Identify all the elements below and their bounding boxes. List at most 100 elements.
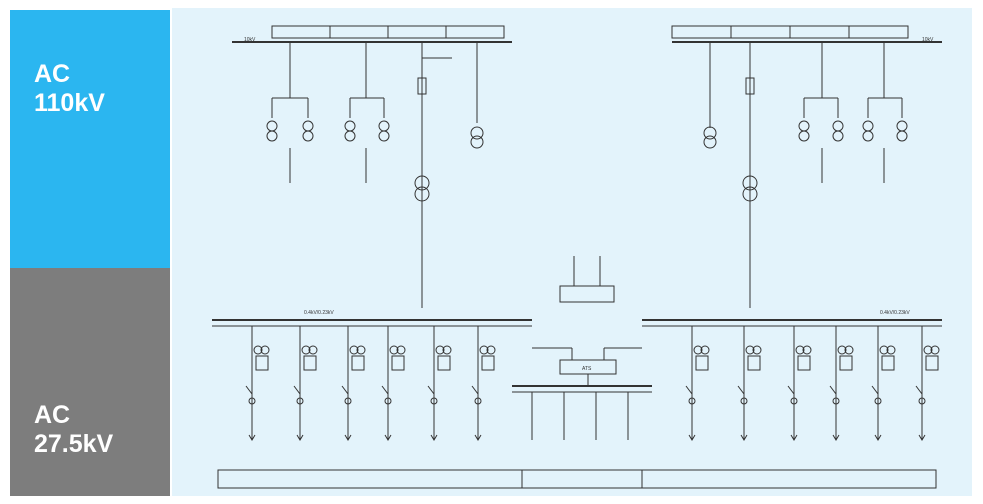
- right-arrow-1: [688, 434, 696, 441]
- ac-27-5kv-label-line2: 27.5kV: [34, 430, 114, 458]
- tl3-load-b: [344, 130, 356, 142]
- right-ct-5-a: [879, 345, 889, 355]
- left-ct-2-b: [308, 345, 318, 355]
- tl3-load-a: [344, 120, 356, 132]
- right-mid-bus-label: 0.4kV/0.23kV: [880, 310, 910, 316]
- right-ct-4-b: [844, 345, 854, 355]
- tr2-load-b: [832, 130, 844, 142]
- left-meter-3: [351, 355, 365, 371]
- right-switch-4: [829, 385, 837, 395]
- ats-label: ATS: [582, 366, 592, 372]
- ac-110kv-label-line1: AC: [34, 60, 71, 88]
- left-switch-4: [381, 385, 389, 395]
- left-arrow-4: [384, 434, 392, 441]
- left-arrow-2: [296, 434, 304, 441]
- ac-110kv-label-line2: 110kV: [34, 89, 105, 117]
- bottom-label-row: [217, 469, 937, 489]
- left-ct-6-a: [479, 345, 489, 355]
- tl4-load-b: [378, 130, 390, 142]
- top-left-bus-label: 10kV: [244, 37, 256, 43]
- right-switch-3: [787, 385, 795, 395]
- right-ct-6-b: [930, 345, 940, 355]
- left-meter-6: [481, 355, 495, 371]
- right-ct-4-a: [837, 345, 847, 355]
- right-arrow-6: [918, 434, 926, 441]
- tl2-load-b: [302, 130, 314, 142]
- ac-27-5kv-label: AC 27.5kV: [34, 401, 113, 459]
- left-meter-2: [303, 355, 317, 371]
- ac-27-5kv-label-line1: AC: [34, 401, 71, 429]
- left-meter-5: [437, 355, 451, 371]
- right-switch-1: [685, 385, 693, 395]
- left-arrow-6: [474, 434, 482, 441]
- tr4-load-b: [896, 130, 908, 142]
- right-protection-2: [740, 397, 748, 405]
- right-arrow-3: [790, 434, 798, 441]
- diagram-panel: [172, 8, 972, 496]
- tr3-load-b: [862, 130, 874, 142]
- tl4-load-a: [378, 120, 390, 132]
- left-protection-2: [296, 397, 304, 405]
- left-arrow-3: [344, 434, 352, 441]
- left-ct-1-b: [260, 345, 270, 355]
- right-ct-1-a: [693, 345, 703, 355]
- left-protection-5: [430, 397, 438, 405]
- left-switch-5: [427, 385, 435, 395]
- right-protection-4: [832, 397, 840, 405]
- single-line-diagram: 10kV 10kV 0.4kV/0.23kV 0.4kV/0.23kV ATS: [212, 25, 942, 489]
- left-ct-2-a: [301, 345, 311, 355]
- left-ct-5-a: [435, 345, 445, 355]
- right-ct-3-b: [802, 345, 812, 355]
- top-right-bus-label: 10kV: [922, 37, 934, 43]
- right-ct-6-a: [923, 345, 933, 355]
- right-protection-1: [688, 397, 696, 405]
- left-protection-3: [344, 397, 352, 405]
- right-meter-2: [747, 355, 761, 371]
- tr1-load-b: [798, 130, 810, 142]
- tl1-load-b: [266, 130, 278, 142]
- left-ct-3-a: [349, 345, 359, 355]
- left-arrow-5: [430, 434, 438, 441]
- left-ct-4-a: [389, 345, 399, 355]
- tr2-load-a: [832, 120, 844, 132]
- left-switch-2: [293, 385, 301, 395]
- right-ct-2-b: [752, 345, 762, 355]
- right-switch-5: [871, 385, 879, 395]
- right-arrow-5: [874, 434, 882, 441]
- right-arrow-2: [740, 434, 748, 441]
- right-meter-1: [695, 355, 709, 371]
- left-ct-5-b: [442, 345, 452, 355]
- right-ct-2-a: [745, 345, 755, 355]
- right-ct-1-b: [700, 345, 710, 355]
- left-protection-1: [248, 397, 256, 405]
- left-meter-1: [255, 355, 269, 371]
- right-meter-4: [839, 355, 853, 371]
- center-control-box: [559, 285, 615, 303]
- right-switch-6: [915, 385, 923, 395]
- left-ct-3-b: [356, 345, 366, 355]
- left-ct-1-a: [253, 345, 263, 355]
- left-protection-6: [474, 397, 482, 405]
- left-meter-4: [391, 355, 405, 371]
- left-protection-4: [384, 397, 392, 405]
- tl2-load-a: [302, 120, 314, 132]
- left-arrow-1: [248, 434, 256, 441]
- left-switch-6: [471, 385, 479, 395]
- tr3-load-a: [862, 120, 874, 132]
- left-switch-1: [245, 385, 253, 395]
- tr1-load-a: [798, 120, 810, 132]
- left-ct-6-b: [486, 345, 496, 355]
- left-mid-bus-label: 0.4kV/0.23kV: [304, 310, 334, 316]
- ac-110kv-label: AC 110kV: [34, 60, 105, 118]
- right-ct-5-b: [886, 345, 896, 355]
- tl1-load-a: [266, 120, 278, 132]
- right-switch-2: [737, 385, 745, 395]
- sidebar-ac-110kv-panel: [10, 10, 170, 268]
- right-meter-3: [797, 355, 811, 371]
- right-protection-3: [790, 397, 798, 405]
- tr4-load-a: [896, 120, 908, 132]
- sidebar-ac-27-5kv-panel: [10, 268, 170, 496]
- right-meter-5: [881, 355, 895, 371]
- right-protection-5: [874, 397, 882, 405]
- left-ct-4-b: [396, 345, 406, 355]
